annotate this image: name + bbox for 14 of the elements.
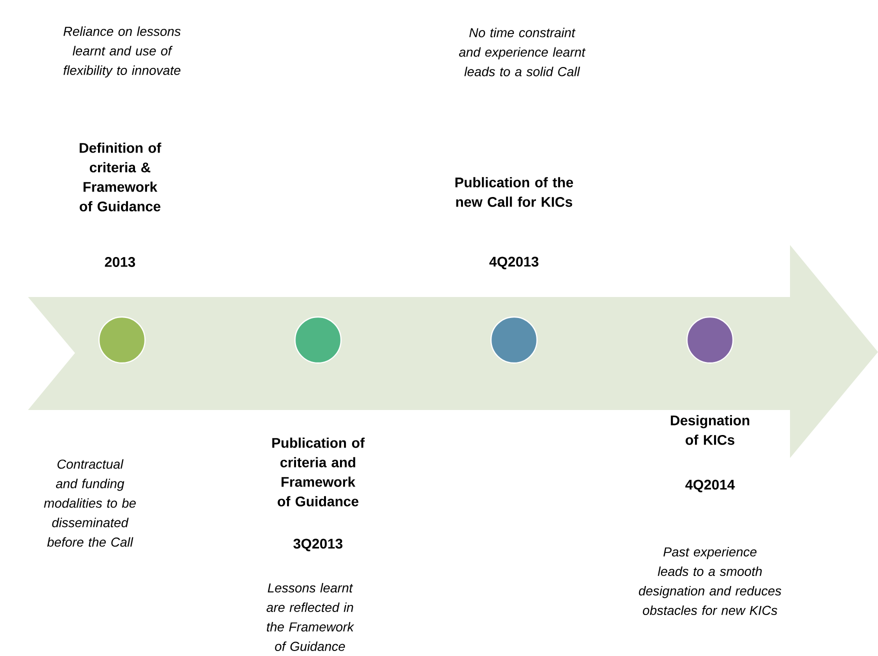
milestone-date: 4Q2014	[685, 480, 735, 492]
milestone-heading: Publication of the new Call for KICs	[455, 177, 574, 207]
milestone-dot	[294, 316, 342, 364]
milestone-date: 3Q2013	[293, 538, 342, 552]
note-text: Past experience leads to a smooth designation and reduces obstacles for new KICs	[638, 546, 782, 616]
note-text: Contractual and funding modalities to be disseminated before the Call	[44, 459, 136, 547]
milestone-heading: Publication of criteria and Framework of Guidance	[272, 438, 365, 506]
note-text: Lessons learnt are reflected in the Framework of Guidance	[266, 582, 354, 652]
note-text: Reliance on lessons learnt and use of flexibility to innovate	[64, 26, 181, 78]
note-text: No time constraint and experience learnt leads to a solid Call	[459, 28, 586, 76]
milestone-dot	[490, 316, 538, 364]
milestone-dot	[686, 316, 734, 364]
milestone-dot	[98, 316, 146, 364]
milestone-heading: Definition of criteria & Framework of Guidance	[80, 142, 162, 212]
